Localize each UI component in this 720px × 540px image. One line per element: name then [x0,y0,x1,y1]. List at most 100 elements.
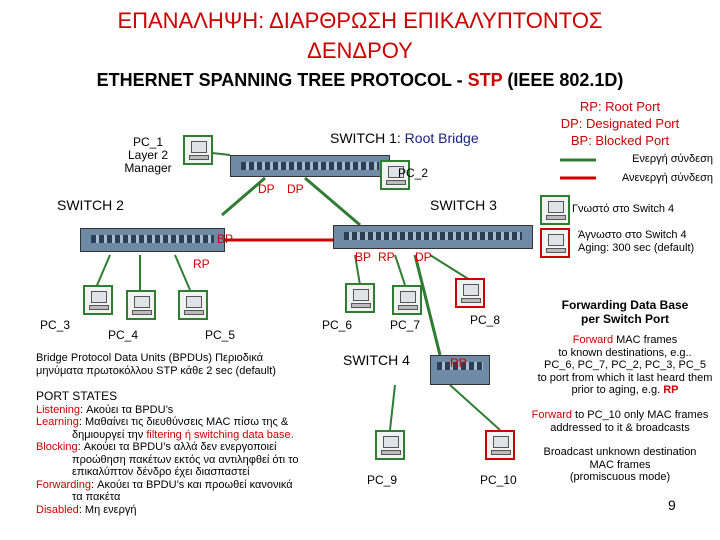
fdb-p3-l2: MAC frames [589,458,651,471]
subtitle-after: (IEEE 802.1D) [502,70,624,90]
state-learning-line2: δημιουργεί την filtering ή switching dat… [36,429,336,442]
legend-known-icon [540,195,570,225]
bpdu-line-1: Bridge Protocol Data Units (BPDUs) Περιο… [36,352,264,364]
state-listening-text: : Ακούει τα BPDU’s [80,403,174,416]
legend-unknown-icon [540,228,570,258]
pc-1-role2: Manager [124,161,172,175]
legend-unknown-label: Άγνωστο στο Switch 4 [578,229,687,241]
fdb-p1-l5b: RP [663,384,679,396]
pc-9-icon [375,430,405,460]
link-pc3 [94,254,111,291]
link-sw1-sw3 [304,176,361,227]
port-key: RP: Root Port DP: Designated Port BP: Bl… [545,98,695,149]
state-blocking-line3: επικαλύπτον δένδρο έχει διασπαστεί [72,466,250,478]
fdb-p2-l2: addressed to it & broadcasts [550,421,690,434]
state-learning-key: Learning [36,416,79,428]
pc-1-role1: Layer 2 [127,148,169,162]
switch-1-label: SWITCH 1: Root Bridge [330,130,479,146]
bpdu-description: Bridge Protocol Data Units (BPDUs) Περιο… [36,352,276,377]
pc-1-label: PC_1 Layer 2 Manager [118,136,178,175]
state-forwarding-key: Forwarding [36,478,92,491]
pc-7-icon [392,285,422,315]
pc-6-label: PC_6 [322,318,353,332]
bpdu-line-2: μηνύματα πρωτοκόλλου STP κάθε 2 sec (def… [36,364,276,377]
state-disabled-text: : Μη ενεργή [78,503,137,516]
link-pc9 [389,384,396,431]
sw3-bp: BP [355,250,372,264]
fdb-heading: Forwarding Data Base per Switch Port [540,298,710,326]
pc-1-icon [183,135,213,165]
port-states-heading: PORT STATES [36,389,118,403]
pc-5-label: PC_5 [205,328,236,342]
switch-4-label: SWITCH 4 [343,352,410,368]
sw1-dp-right: DP [287,182,304,196]
pc-5-icon [178,290,208,320]
page-title: ΕΠΑΝΑΛΗΨΗ: ΔΙΑΡΘΡΩΣΗ ΕΠΙΚΑΛΥΠΤΟΝΤΟΣ [0,8,720,34]
link-pc8 [429,254,471,281]
switch-1 [230,155,390,177]
state-listening: Listening: Ακούει τα BPDU’s [36,404,336,417]
fdb-forward-key-2: Forward [531,409,572,421]
port-states: PORT STATES Listening : Ακούει τα BPDU’s … [36,390,336,516]
link-pc5 [174,254,191,291]
state-learning-text: : Μαθαίνει τις διευθύνσεις MAC πίσω της … [78,416,289,428]
key-bp: BP: Blocked Port [570,133,670,148]
fdb-heading-line2: per Switch Port [580,312,669,326]
fdb-p1-l1: MAC frames [613,334,678,346]
sw3-dp: DP [415,250,432,264]
pc-9-label: PC_9 [367,473,398,487]
fdb-known: Forward MAC frames to known destinations… [530,334,720,397]
fdb-forward-key-1: Forward [572,334,614,346]
state-learning-line2a: δημιουργεί την [72,428,147,441]
subtitle: ETHERNET SPANNING TREE PROTOCOL - STP (I… [0,70,720,91]
state-disabled: Disabled: Μη ενεργή [36,504,336,517]
fdb-p1-l2: to known destinations, e.g.. [558,346,692,359]
subtitle-before: ETHERNET SPANNING TREE PROTOCOL - [96,70,468,90]
pc-4-icon [126,290,156,320]
state-forwarding-text: : Ακούει τα BPDU’s και προωθεί κανονικά [91,478,293,491]
legend-known-label: Γνωστό στο Switch 4 [572,203,675,215]
pc-4-label: PC_4 [108,328,139,342]
state-blocking-key: Blocking [36,441,78,453]
pc-2-icon [380,160,410,190]
switch-2-label: SWITCH 2 [57,197,124,213]
fdb-p1-l5a: prior to aging, e.g. [571,384,664,396]
state-blocking-text: : Ακούει τα BPDU’s αλλά δεν ενεργοποιεί [77,441,277,453]
key-rp: RP: Root Port [579,99,661,114]
key-dp: DP: Designated Port [560,116,680,131]
title-highlight: ΕΠΑΝΑΛΗΨΗ: [117,8,265,33]
switch-4 [430,355,490,385]
fdb-p3-l1: Broadcast unknown destination [543,446,697,458]
pc-3-icon [83,285,113,315]
sw2-bp: BP [217,232,234,246]
switch-3 [333,225,533,249]
fdb-p1-l3: PC_6, PC_7, PC_2, PC_3, PC_5 [543,359,707,371]
fdb-broadcast: Broadcast unknown destination MAC frames… [530,446,710,484]
sw1-dp-left: DP [258,182,275,196]
state-learning-line2b: filtering ή switching data base. [146,428,294,441]
state-disabled-key: Disabled [36,503,79,516]
sw3-rp: RP [378,250,395,264]
sw4-rp: RP [450,356,467,370]
pc-8-icon [455,278,485,308]
state-blocking: Blocking: Ακούει τα BPDU’s αλλά δεν ενερ… [36,441,336,454]
legend-aging-label: Aging: 300 sec (default) [578,242,695,254]
link-legend-active: Ενεργή σύνδεση [598,153,713,166]
state-blocking-line2: προώθηση πακέτων εκτός να αντιληφθεί ότι… [72,453,299,466]
pc-6-icon [345,283,375,313]
state-listening-key: Listening [36,403,81,416]
fdb-p2-l1: to PC_10 only MAC frames [572,409,709,421]
switch-3-label: SWITCH 3 [430,197,497,213]
state-learning: Learning: Μαθαίνει τις διευθύνσεις MAC π… [36,416,336,429]
sw2-rp: RP [193,257,210,271]
link-sw3-sw4 [413,254,442,356]
subtitle-highlight: STP [467,70,503,90]
link-sw1-sw2 [221,176,266,217]
pc-2-label: PC_2 [398,166,429,180]
fdb-pc10: Forward to PC_10 only MAC frames address… [520,409,720,434]
pc-10-label: PC_10 [480,473,517,487]
pc-1-name: PC_1 [132,135,164,149]
link-legend-inactive: Ανενεργή σύνδεση [598,172,713,185]
page-title-line2: ΔΕΝΔΡΟΥ [307,38,413,63]
